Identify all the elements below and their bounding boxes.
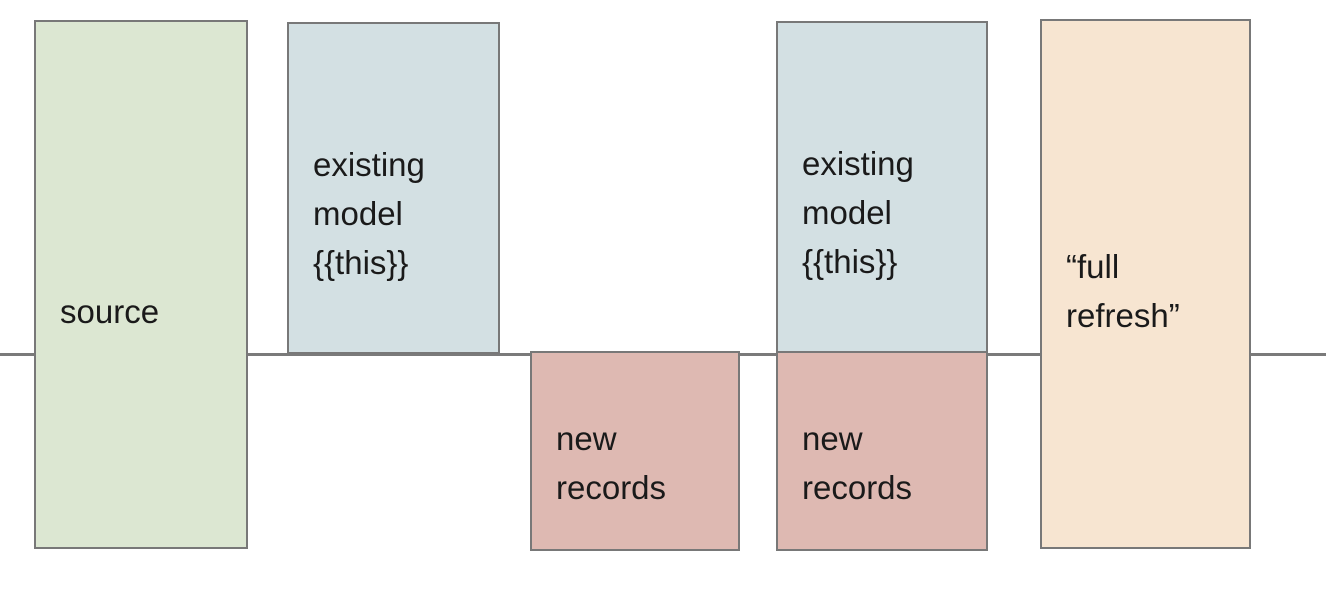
- box-label-existing-model-right: existing model {{this}}: [802, 145, 914, 280]
- box-label-full-refresh: “full refresh”: [1066, 248, 1180, 334]
- box-label-new-records-left: new records: [556, 420, 667, 506]
- box-existing-model-left: existing model {{this}}: [287, 22, 500, 354]
- box-label-existing-model-left: existing model {{this}}: [313, 146, 425, 281]
- box-existing-model-right: existing model {{this}}: [776, 21, 988, 354]
- box-new-records-left: new records: [530, 351, 740, 551]
- box-label-new-records-right: new records: [802, 420, 913, 506]
- box-label-source: source: [60, 293, 160, 330]
- box-new-records-right: new records: [776, 351, 988, 551]
- box-source: source: [34, 20, 248, 549]
- box-full-refresh: “full refresh”: [1040, 19, 1251, 549]
